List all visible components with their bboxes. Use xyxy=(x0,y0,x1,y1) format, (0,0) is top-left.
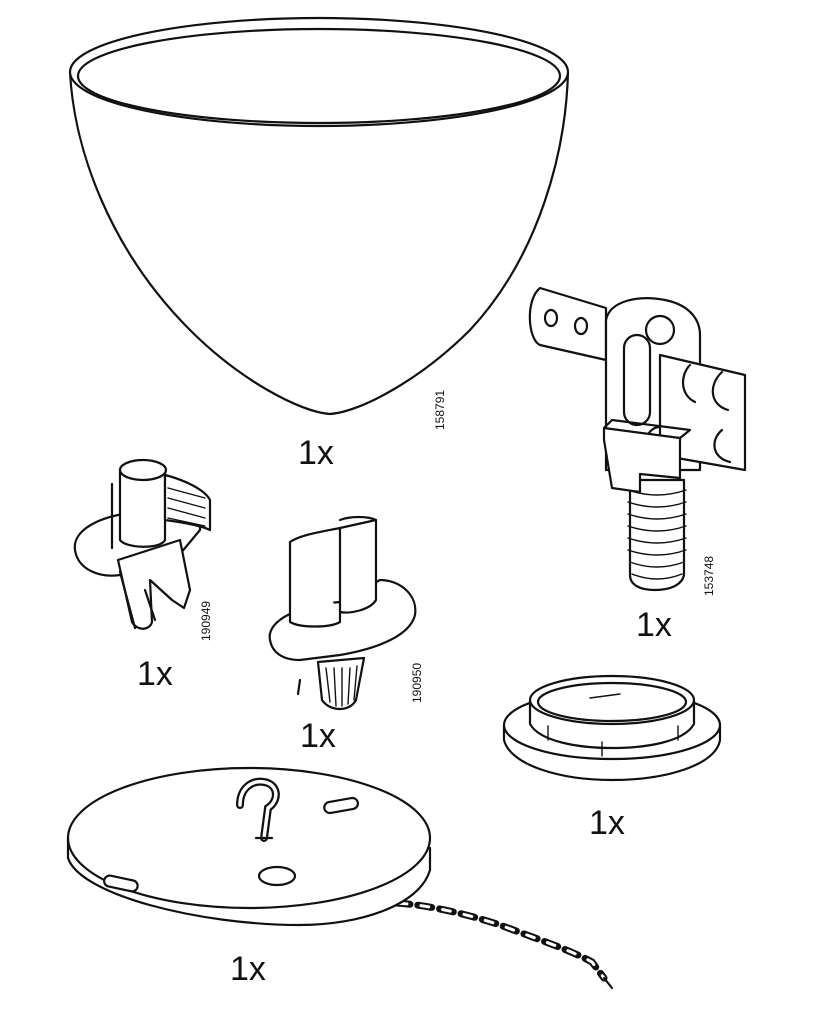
grip-left-part-number: 190949 xyxy=(199,601,213,641)
cup-quantity: 1x xyxy=(230,950,266,988)
ceiling-cup-part xyxy=(66,766,614,990)
lamp-shade-part xyxy=(68,16,570,416)
grip-center-quantity: 1x xyxy=(300,717,336,755)
ring-quantity: 1x xyxy=(589,804,625,842)
shade-quantity: 1x xyxy=(298,434,334,472)
mounting-bracket-part xyxy=(528,286,747,592)
shade-part-number: 158791 xyxy=(433,390,447,430)
shade-ring-part xyxy=(502,674,722,782)
grip-center-part-number: 190950 xyxy=(410,663,424,703)
cord-grip-left-part xyxy=(73,458,212,630)
bracket-quantity: 1x xyxy=(636,606,672,644)
bracket-part-number: 153748 xyxy=(702,556,716,596)
cord-grip-center-part xyxy=(268,515,417,711)
grip-left-quantity: 1x xyxy=(137,655,173,693)
